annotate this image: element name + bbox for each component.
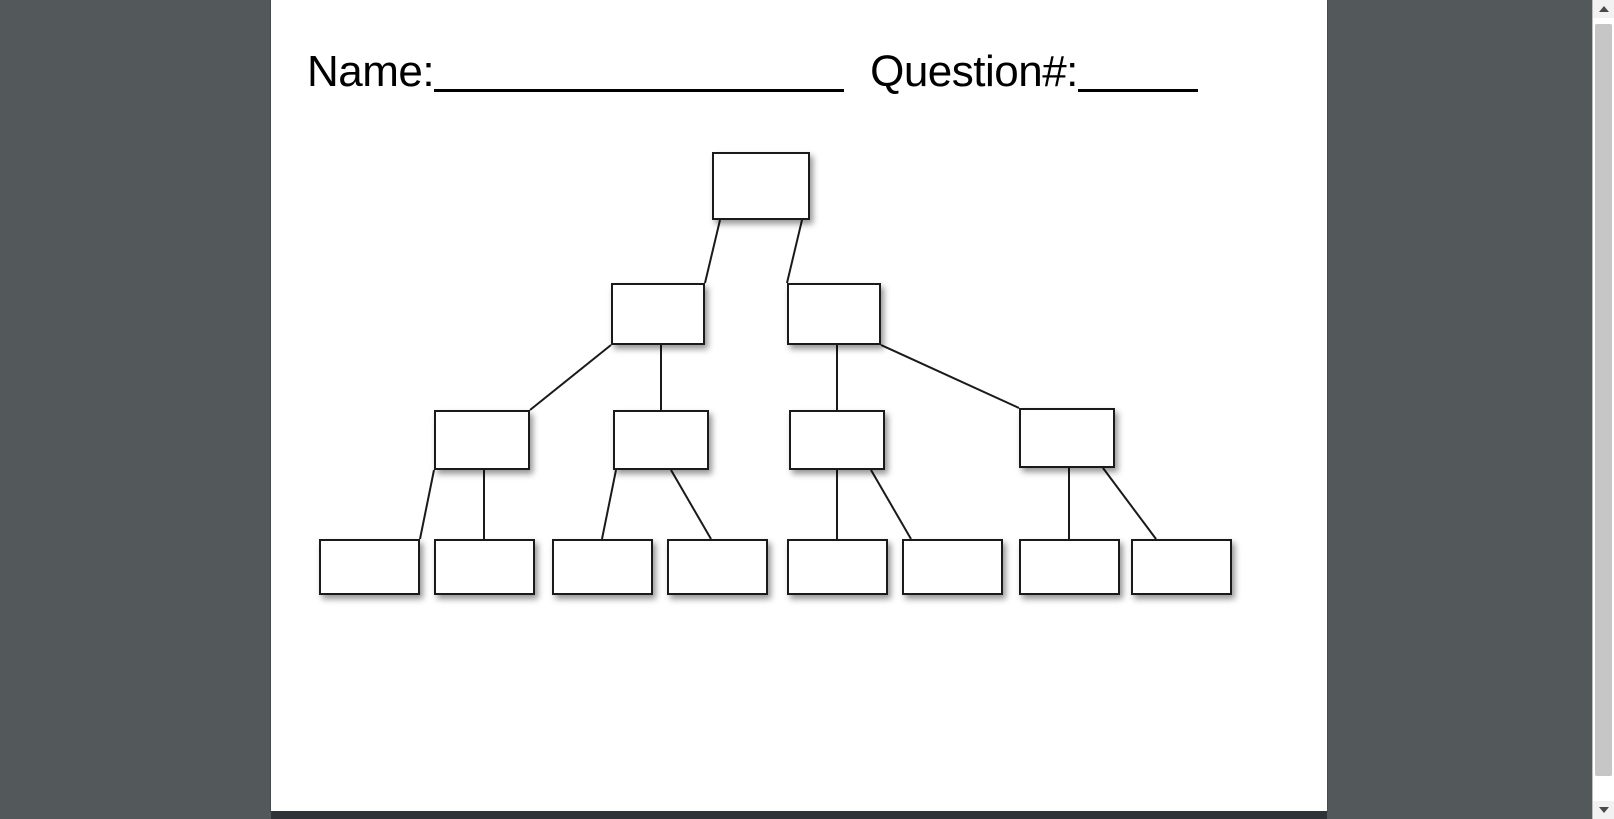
scrollbar-thumb[interactable] (1595, 24, 1612, 776)
tree-edge (786, 219, 803, 284)
tree-node-n9[interactable] (552, 539, 653, 595)
tree-edge (529, 344, 612, 411)
question-number-blank-line[interactable] (1077, 88, 1198, 92)
tree-edge (870, 469, 912, 540)
tree-edge (419, 469, 435, 540)
tree-node-n10[interactable] (667, 539, 768, 595)
tree-edge (704, 219, 721, 284)
tree-edge (1102, 467, 1157, 540)
tree-node-n12[interactable] (902, 539, 1003, 595)
tree-node-n4[interactable] (613, 410, 709, 470)
tree-edge (601, 469, 617, 540)
scrollbar-track[interactable] (1593, 18, 1614, 801)
vertical-scrollbar[interactable] (1592, 0, 1614, 819)
document-page: Name: Question#: (271, 0, 1327, 811)
scroll-up-button[interactable] (1593, 0, 1614, 18)
tree-node-n2[interactable] (787, 283, 881, 345)
worksheet-header: Name: Question#: (307, 46, 1198, 98)
name-blank-line[interactable] (434, 88, 845, 92)
tree-node-n1[interactable] (611, 283, 705, 345)
tree-edge (880, 344, 1020, 409)
tree-node-n3[interactable] (434, 410, 530, 470)
binary-tree-diagram (271, 0, 1327, 811)
tree-edges (419, 219, 1157, 540)
scroll-down-button[interactable] (1593, 801, 1614, 819)
tree-node-n8[interactable] (434, 539, 535, 595)
chevron-up-icon (1598, 6, 1609, 12)
tree-node-n6[interactable] (1019, 408, 1115, 468)
question-number-label: Question#: (870, 47, 1078, 96)
chevron-down-icon (1598, 807, 1609, 813)
tree-node-n0[interactable] (712, 152, 810, 220)
tree-node-n11[interactable] (787, 539, 888, 595)
tree-node-n7[interactable] (319, 539, 420, 595)
tree-node-n5[interactable] (789, 410, 885, 470)
tree-node-n13[interactable] (1019, 539, 1120, 595)
tree-edge (670, 469, 712, 540)
name-label: Name: (307, 47, 435, 96)
page-bottom-edge (271, 811, 1327, 819)
tree-node-n14[interactable] (1131, 539, 1232, 595)
